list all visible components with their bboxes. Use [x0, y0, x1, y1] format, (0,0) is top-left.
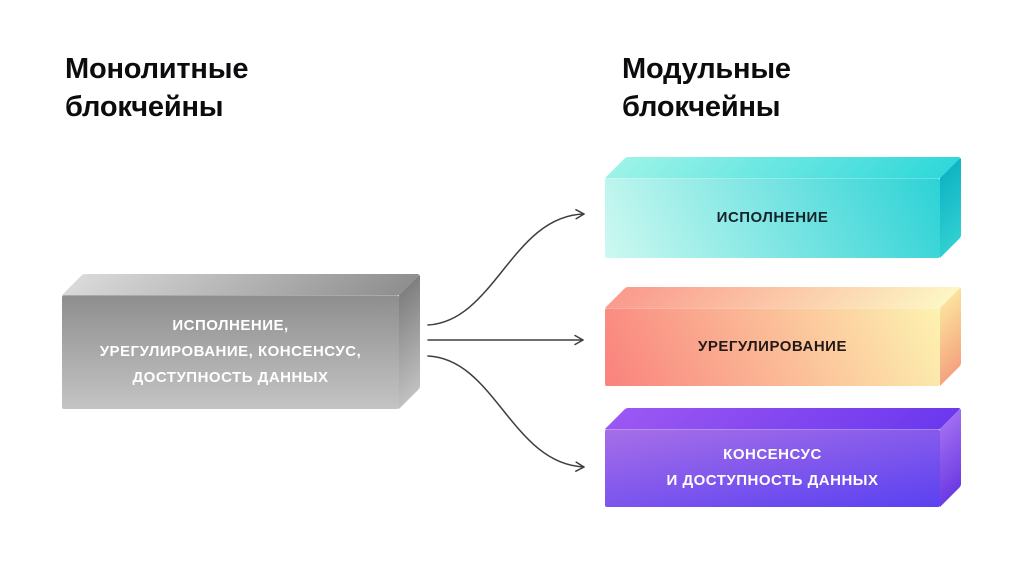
monolithic-box-top-face — [62, 274, 420, 295]
execution-box-label: ИСПОЛНЕНИЕ — [716, 209, 829, 227]
consensus-box-top-face — [605, 408, 961, 429]
modular-box-consensus-data: КОНСЕНСУС И ДОСТУПНОСТЬ ДАННЫХ — [605, 408, 961, 507]
monolithic-box-side-face — [399, 274, 420, 409]
settlement-box-label: УРЕГУЛИРОВАНИЕ — [698, 338, 847, 356]
modular-box-execution: ИСПОЛНЕНИЕ — [605, 157, 961, 258]
arrow-to-consensus — [427, 355, 585, 472]
monolithic-box-front-face: ИСПОЛНЕНИЕ, УРЕГУЛИРОВАНИЕ, КОНСЕНСУС, Д… — [62, 295, 399, 409]
modular-box-settlement: УРЕГУЛИРОВАНИЕ — [605, 287, 961, 386]
arrow-to-execution — [427, 208, 585, 326]
monolithic-box-label: ИСПОЛНЕНИЕ, УРЕГУЛИРОВАНИЕ, КОНСЕНСУС, Д… — [99, 317, 362, 386]
consensus-box-front-face: КОНСЕНСУС И ДОСТУПНОСТЬ ДАННЫХ — [605, 429, 940, 507]
execution-box-front-face: ИСПОЛНЕНИЕ — [605, 178, 940, 258]
monolithic-title: Монолитные блокчейны — [65, 53, 249, 124]
settlement-box-top-face — [605, 287, 961, 308]
settlement-box-front-face: УРЕГУЛИРОВАНИЕ — [605, 308, 940, 386]
modular-title: Модульные блокчейны — [622, 53, 791, 124]
consensus-box-label: КОНСЕНСУС И ДОСТУПНОСТЬ ДАННЫХ — [666, 446, 879, 489]
monolithic-box: ИСПОЛНЕНИЕ, УРЕГУЛИРОВАНИЕ, КОНСЕНСУС, Д… — [62, 274, 420, 409]
execution-box-top-face — [605, 157, 961, 178]
